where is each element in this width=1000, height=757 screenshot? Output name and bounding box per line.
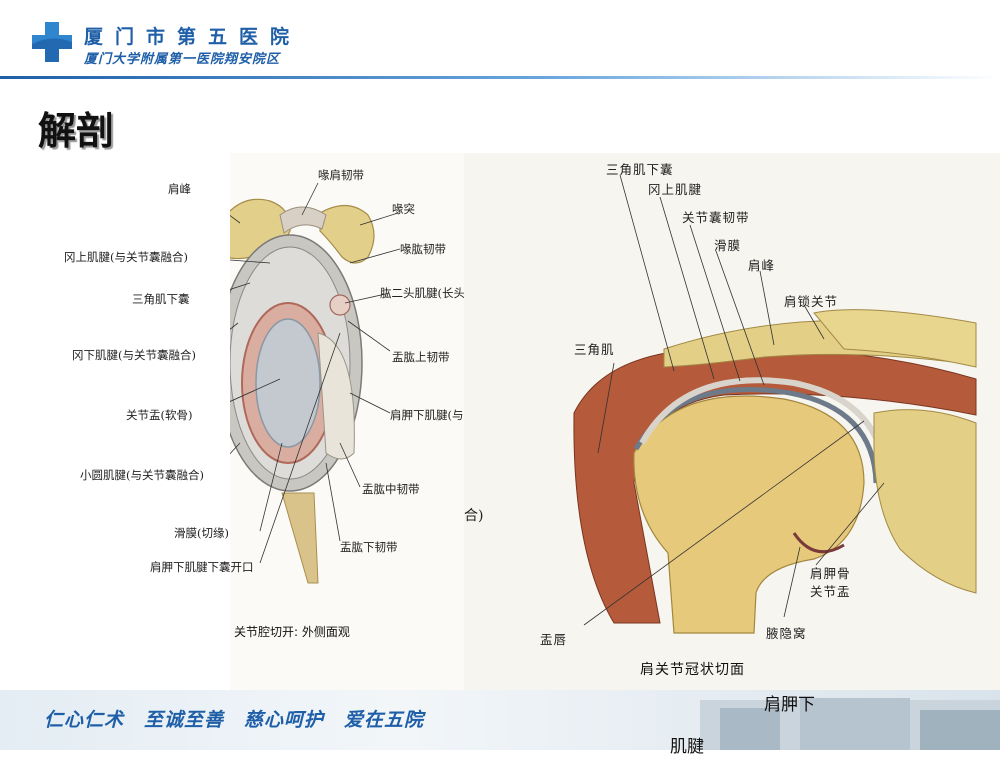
figure-right-caption: 肩关节冠状切面	[640, 662, 745, 678]
label-supraspinatus-tendon-r: 冈上肌腱	[648, 182, 703, 197]
label-coracohumeral-ligament: 喙肱韧带	[400, 242, 446, 256]
label-subscapular-bursa-opening: 肩胛下肌腱下囊开口	[150, 560, 254, 574]
label-acromion-r: 肩峰	[748, 258, 776, 273]
label-middle-gh-ligament: 盂肱中韧带	[362, 482, 420, 496]
label-glenoid-r: 关节盂	[810, 584, 851, 599]
label-inferior-gh-ligament: 盂肱下韧带	[340, 540, 398, 554]
label-synovium: 滑膜(切缘)	[174, 526, 229, 540]
shoulder-coronal-section-figure: 三角肌下囊 冈上肌腱 关节囊韧带 滑膜 肩峰 肩锁关节 三角肌 盂唇 肩胛骨 关…	[464, 153, 1000, 693]
label-coracoid: 喙突	[392, 202, 415, 216]
label-superior-gh-ligament: 盂肱上韧带	[392, 350, 450, 364]
label-scapula: 肩胛骨	[810, 566, 851, 581]
label-supraspinatus-tendon: 冈上肌腱(与关节囊融合)	[64, 250, 188, 264]
shoulder-lateral-illustration	[230, 182, 401, 584]
slide-footer	[0, 690, 1000, 750]
label-acromion: 肩峰	[168, 182, 191, 196]
figure-left-caption: 关节腔切开: 外侧面观	[234, 625, 350, 639]
label-axillary-recess: 腋隐窝	[766, 626, 807, 641]
shoulder-lateral-view-figure: 肩峰 喙肩韧带 喙突 冈上肌腱(与关节囊融合) 喙肱韧带 三角肌下囊 肱二头肌腱…	[64, 153, 465, 693]
overflow-label-line1: 肩胛下	[764, 695, 815, 715]
label-biceps-long-head: 肱二头肌腱(长头	[380, 286, 465, 300]
footer-slogan: 仁心仁术 至诚至善 慈心呵护 爱在五院	[44, 709, 425, 731]
label-teres-minor-tendon: 小圆肌腱(与关节囊融合)	[80, 468, 204, 482]
label-deltoid: 三角肌	[574, 342, 615, 357]
label-infraspinatus-tendon: 冈下肌腱(与关节囊融合)	[72, 348, 196, 362]
medical-cross-icon	[32, 22, 72, 62]
header-divider	[0, 76, 1000, 79]
label-subscapularis-tendon: 肩胛下肌腱(与	[390, 408, 464, 422]
hospital-subtitle: 厦门大学附属第一医院翔安院区	[84, 52, 281, 67]
label-glenoid-cartilage: 关节盂(软骨)	[126, 408, 193, 422]
label-labrum: 盂唇	[540, 632, 568, 647]
label-subdeltoid-bursa: 三角肌下囊	[132, 292, 190, 306]
slide-title: 解剖	[38, 109, 115, 153]
label-subdeltoid-bursa-r: 三角肌下囊	[606, 162, 674, 177]
label-ac-joint: 肩锁关节	[784, 294, 839, 309]
overflow-label-line2: 肌腱	[670, 737, 704, 757]
hospital-name: 厦门市第五医院	[84, 26, 302, 48]
city-skyline-graphic	[700, 698, 1000, 750]
label-fragment: 合)	[464, 508, 484, 524]
label-synovium-r: 滑膜	[714, 238, 742, 253]
label-coracoacromial-ligament: 喙肩韧带	[318, 168, 364, 182]
shoulder-coronal-illustration	[573, 174, 977, 634]
slide-header: 厦门市第五医院 厦门大学附属第一医院翔安院区	[0, 0, 1000, 82]
label-capsular-ligament: 关节囊韧带	[682, 210, 750, 225]
